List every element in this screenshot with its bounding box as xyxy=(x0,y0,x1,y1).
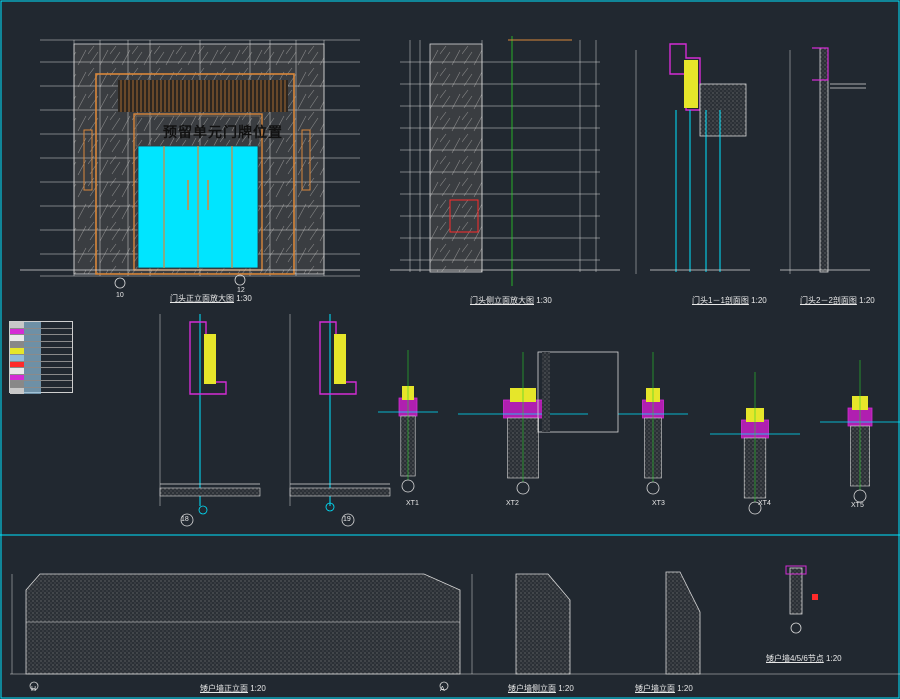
low-wall-node xyxy=(789,567,803,615)
front-wall-lamp xyxy=(83,129,93,191)
detail-floor-concrete xyxy=(159,487,261,497)
node-bubble xyxy=(516,481,530,495)
front-portal-frame xyxy=(95,73,295,275)
view-title-section-1: 门头1－1剖面图 1:20 xyxy=(692,296,767,305)
view-title-section-2: 门头2－2剖面图 1:20 xyxy=(800,296,875,305)
low-wall-bubble xyxy=(29,681,39,691)
low-wall-front xyxy=(25,573,461,675)
low-wall-side-b xyxy=(665,571,701,675)
grid-tag-xt5: XT5 xyxy=(851,502,864,509)
detail-bubble xyxy=(180,513,194,527)
front-axis-bubble xyxy=(114,277,126,289)
view-title-wall-side-b: 矮户墙立面 1:20 xyxy=(635,684,693,693)
axis-tag-10: 10 xyxy=(116,292,124,299)
detail-yellow-profile xyxy=(204,334,216,384)
node-xt2-wall xyxy=(537,351,619,433)
view-title-front-elevation: 门头正立面放大图 1:30 xyxy=(170,294,252,303)
front-axis-bubble xyxy=(234,274,246,286)
detail-bubble xyxy=(198,505,208,515)
low-wall-node-marker xyxy=(812,594,818,600)
detail-section-profile xyxy=(189,321,227,395)
section2-wall xyxy=(819,47,829,273)
front-wall-lamp xyxy=(301,129,311,191)
low-wall-side xyxy=(515,573,571,675)
detail-yellow-profile xyxy=(334,334,346,384)
detail-section-profile xyxy=(319,321,357,395)
side-red-marker xyxy=(449,199,479,233)
low-wall-bubble xyxy=(439,681,449,691)
front-grille xyxy=(118,80,288,112)
detail-floor-concrete xyxy=(289,487,391,497)
node-bubble xyxy=(401,479,415,493)
node-bubble xyxy=(853,489,867,503)
detail-bubble xyxy=(325,502,335,512)
grid-tag-19: 19 xyxy=(343,516,351,523)
view-title-wall-side: 矮户墙侧立面 1:20 xyxy=(508,684,574,693)
grid-tag-xt1: XT1 xyxy=(406,500,419,507)
section2-cap xyxy=(812,47,829,81)
low-wall-node-bubble xyxy=(790,622,802,634)
axis-tag-h: H xyxy=(31,686,37,693)
axis-tag-12: 12 xyxy=(237,287,245,294)
view-title-wall-front: 矮户墙正立面 1:20 xyxy=(200,684,266,693)
material-legend-table xyxy=(9,321,73,394)
axis-tag-a: A xyxy=(440,686,445,693)
grid-tag-xt2: XT2 xyxy=(506,500,519,507)
node-xt2-concrete xyxy=(542,352,550,432)
view-title-side-elevation: 门头侧立面放大图 1:30 xyxy=(470,296,552,305)
grid-tag-xt3: XT3 xyxy=(652,500,665,507)
detail-bubble xyxy=(341,513,355,527)
grid-tag-xt4: XT4 xyxy=(758,500,771,507)
side-marble-cladding xyxy=(430,44,482,272)
grid-tag-18: 18 xyxy=(181,516,189,523)
section1-yellow-frame xyxy=(684,60,698,108)
low-wall-node-cap xyxy=(785,565,807,575)
door-sign-text: 预留单元门牌位置 xyxy=(163,125,283,141)
section1-concrete xyxy=(699,83,747,137)
node-bubble xyxy=(646,481,660,495)
node-bubble xyxy=(748,501,762,515)
view-title-wall-detail: 矮户墙4/5/6节点 1:20 xyxy=(766,654,842,663)
